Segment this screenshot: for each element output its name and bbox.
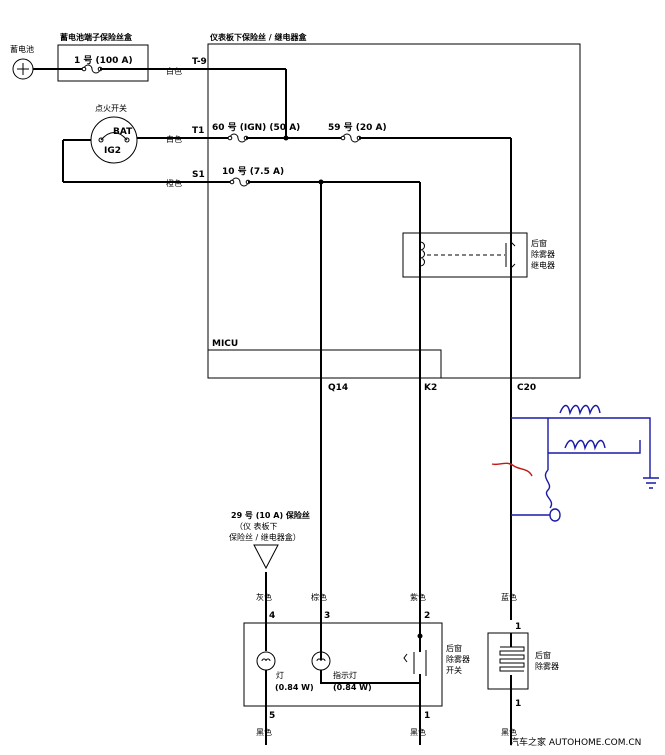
fuse1-label: 1 号 (100 A) [74, 55, 133, 66]
pin-1: 1 [424, 711, 430, 721]
fuse10-symbol [231, 177, 249, 187]
wire-color-blue: 蓝色 [501, 592, 517, 602]
pin-2: 2 [424, 611, 430, 621]
wire-color-white: 白色 [166, 134, 182, 144]
terminal-t1: T1 [192, 126, 204, 136]
wire-color-brown: 棕色 [311, 592, 327, 602]
fuse29-label: 保险丝 / 继电器盒） [229, 532, 301, 542]
battery-label: 蓄电池 [10, 44, 34, 54]
defogger-grid-icon [499, 646, 525, 672]
defogger-label: 后窗 [535, 650, 551, 660]
fuse59-symbol [342, 133, 360, 143]
battery-fuse-box [57, 44, 149, 82]
battery-fuse-box-label: 蓄电池端子保险丝盒 [60, 32, 133, 42]
fuse29-triangle [253, 544, 279, 570]
fuse10-label: 10 号 (7.5 A) [222, 166, 284, 177]
pin-1: 1 [515, 699, 521, 709]
pin-3: 3 [324, 611, 330, 621]
terminal-t9: T-9 [192, 57, 207, 67]
ignition-switch-icon [90, 116, 138, 164]
junction-dot [283, 135, 289, 141]
wire-color-purple: 紫色 [410, 592, 426, 602]
wire-color-black: 黑色 [256, 727, 272, 737]
fuse1-symbol [83, 64, 101, 74]
watermark: 汽车之家 AUTOHOME.COM.CN [510, 736, 641, 748]
wire-color-gray: 灰色 [256, 592, 272, 602]
fuse60-symbol [229, 133, 247, 143]
under-dash-box-label: 仪表板下保险丝 / 继电器盒 [209, 32, 307, 42]
fuse59-label: 59 号 (20 A) [328, 122, 387, 133]
hand-drawn-annotation [491, 404, 659, 522]
defogger-box [487, 632, 529, 690]
terminal-c20: C20 [517, 383, 536, 393]
ignition-switch-label: 点火开关 [95, 103, 127, 113]
micu-box [207, 349, 442, 379]
switch-label: 开关 [446, 665, 462, 675]
relay-label: 后窗 [531, 238, 547, 248]
lamp-power-label: (0.84 W) [275, 683, 314, 692]
switch-box [243, 622, 443, 707]
wire-color-white: 白色 [166, 66, 182, 76]
pin-1: 1 [515, 622, 521, 632]
indicator-power-label: (0.84 W) [333, 683, 372, 692]
fuse60-label: 60 号 (IGN) (50 A) [212, 122, 300, 133]
relay-coil [419, 241, 425, 267]
wire-color-black: 黑色 [410, 727, 426, 737]
defogger-label: 除雾器 [535, 661, 559, 671]
switch-label: 除雾器 [446, 654, 470, 664]
relay-label: 继电器 [531, 260, 555, 270]
indicator-label: 指示灯 [333, 670, 357, 680]
bat-terminal-label: BAT [113, 127, 133, 137]
wire-color-black: 黑色 [501, 727, 517, 737]
lamp-label: 灯 [276, 670, 284, 680]
fuse29-label: （仪 表板下 [235, 521, 278, 531]
switch-label: 后窗 [446, 643, 462, 653]
relay-box [402, 232, 528, 278]
terminal-q14: Q14 [328, 383, 348, 393]
pin-4: 4 [269, 611, 275, 621]
ig2-terminal-label: IG2 [104, 146, 121, 156]
terminal-k2: K2 [424, 383, 437, 393]
under-dash-fuse-relay-box [207, 43, 581, 379]
pin-5: 5 [269, 711, 275, 721]
terminal-s1: S1 [192, 170, 205, 180]
wire-color-orange: 橙色 [166, 178, 182, 188]
fuse29-label: 29 号 (10 A) 保险丝 [231, 510, 310, 520]
relay-label: 除雾器 [531, 249, 555, 259]
micu-label: MICU [212, 339, 238, 349]
